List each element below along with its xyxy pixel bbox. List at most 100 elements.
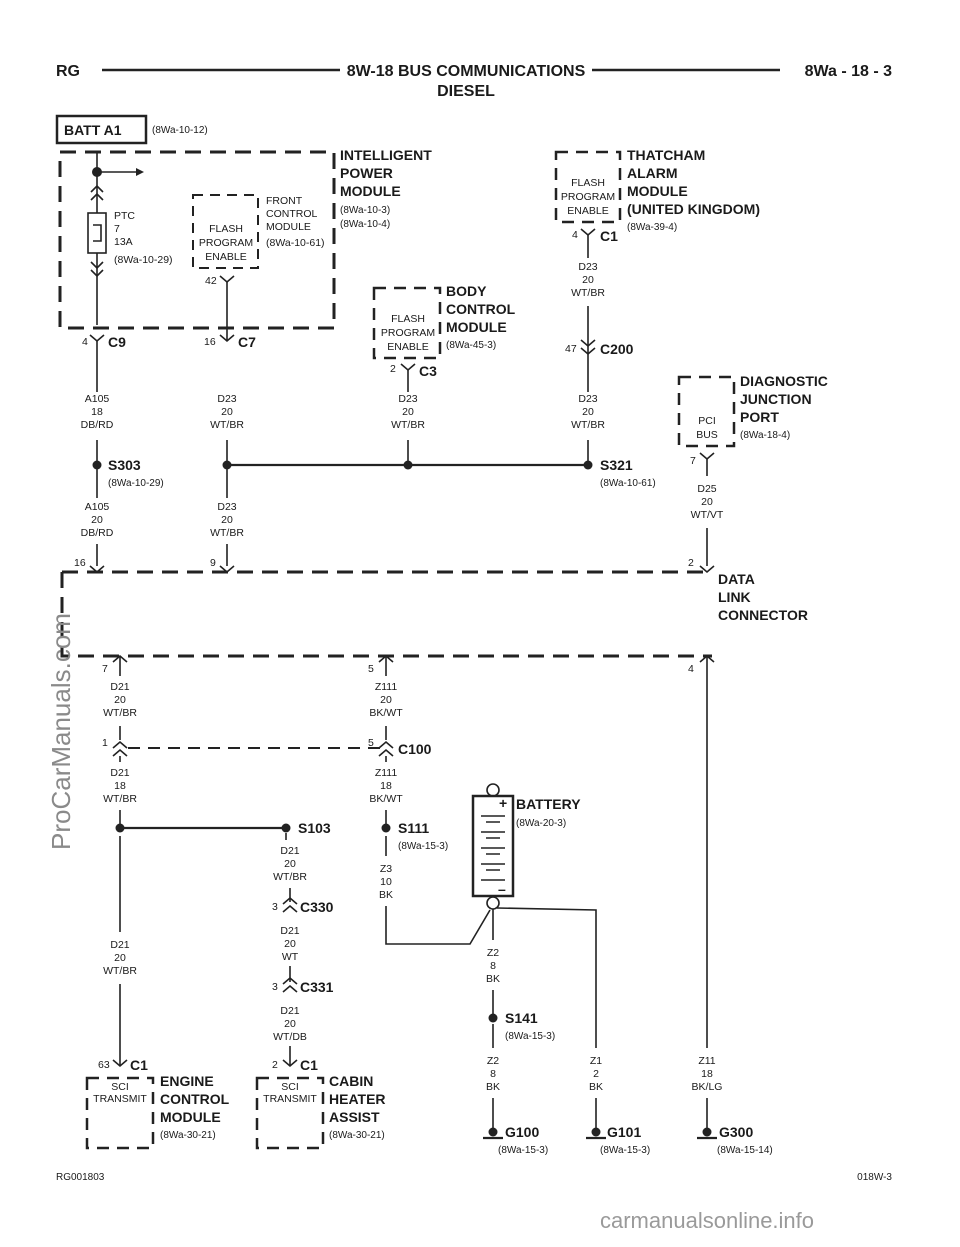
d21-18-circuit: D21 xyxy=(110,767,129,779)
c100-pin-5: 5 xyxy=(368,737,374,749)
z1-circuit: Z1 xyxy=(590,1055,602,1067)
tam-flash-2: PROGRAM xyxy=(561,191,615,203)
z111-top-circuit: Z111 xyxy=(375,681,398,693)
front-2: CONTROL xyxy=(266,208,317,220)
djp-name-3: PORT xyxy=(740,409,779,425)
d21-ecm-gauge: 20 xyxy=(114,952,126,964)
djp-name-2: JUNCTION xyxy=(740,391,812,407)
s141-dot xyxy=(488,1013,498,1023)
s103-label: S103 xyxy=(298,820,331,836)
a105-20-gauge: 20 xyxy=(91,514,103,526)
d21-wt-gauge: 20 xyxy=(284,938,296,950)
dlc-pin9-icon xyxy=(219,565,235,574)
dlc-pin16-icon xyxy=(89,565,105,574)
d21-top-circuit: D21 xyxy=(110,681,129,693)
ecm-sci-1: SCI xyxy=(111,1081,129,1093)
bcm-name-3: MODULE xyxy=(446,319,507,335)
s111-dot xyxy=(381,823,391,833)
d25-gauge: 20 xyxy=(701,496,713,508)
dlc-pin-2: 2 xyxy=(688,557,694,569)
ptc-label: PTC xyxy=(114,210,135,222)
s141-label: S141 xyxy=(505,1010,538,1026)
d21-18-gauge: 18 xyxy=(114,780,126,792)
ipm-name-1: INTELLIGENT xyxy=(340,147,432,163)
ecm-c1-label: C1 xyxy=(130,1057,148,1073)
ecm-name-3: MODULE xyxy=(160,1109,221,1125)
d21-ecm-color: WT/BR xyxy=(103,965,137,977)
bcm-flash-2: PROGRAM xyxy=(381,327,435,339)
d23-bcm-circuit: D23 xyxy=(398,393,417,405)
s111-ref: (8Wa-15-3) xyxy=(398,841,448,852)
d23-bcm-gauge: 20 xyxy=(402,406,414,418)
ecm-outline xyxy=(85,1076,155,1150)
side-watermark: ProCarManuals.com xyxy=(6,0,76,1242)
z111-top-color: BK/WT xyxy=(369,707,403,719)
dlc-name-1: DATA xyxy=(718,571,755,587)
z3-gauge: 10 xyxy=(380,876,392,888)
header-left: RG xyxy=(56,63,80,80)
z11-circuit: Z11 xyxy=(698,1055,715,1067)
c200-pin: 47 xyxy=(565,343,577,355)
z111-18-circuit: Z111 xyxy=(375,767,398,779)
d21-wtdb-color: WT/DB xyxy=(273,1031,307,1043)
g300-ground-icon xyxy=(697,1127,717,1140)
djp-outline xyxy=(677,375,736,448)
ecm-sci-2: TRANSMIT xyxy=(93,1093,147,1105)
cab-outline xyxy=(255,1076,325,1150)
c330-label: C330 xyxy=(300,899,334,915)
s321-dot xyxy=(583,460,593,470)
s321-ref: (8Wa-10-61) xyxy=(600,478,656,489)
c331-connector-icon xyxy=(282,976,298,993)
d25-circuit: D25 xyxy=(697,483,716,495)
d23-tam-bot-color: WT/BR xyxy=(571,419,605,431)
tam-flash-1: FLASH xyxy=(571,177,605,189)
ipm-flash-3: ENABLE xyxy=(205,251,246,263)
z111-18-color: BK/WT xyxy=(369,793,403,805)
front-4: (8Wa-10-61) xyxy=(266,237,325,249)
ipm-outline xyxy=(58,150,336,330)
battery-cells-icon xyxy=(481,815,505,881)
ptc-fuse-icon xyxy=(87,212,107,254)
ptc-amps: 13A xyxy=(114,236,133,248)
d21-18-color: WT/BR xyxy=(103,793,137,805)
z2-top-circuit: Z2 xyxy=(487,947,499,959)
tam-ref: (8Wa-39-4) xyxy=(627,222,677,233)
g101-ground-icon xyxy=(586,1127,606,1140)
d23-ipm-gauge: 20 xyxy=(221,406,233,418)
z2-bot-color: BK xyxy=(486,1081,500,1093)
d23-ipm-circuit: D23 xyxy=(217,393,236,405)
battery-plus: + xyxy=(499,795,507,811)
bcm-c3-connector-icon xyxy=(400,363,416,372)
tam-c1-label: C1 xyxy=(600,228,618,244)
ecm-pin: 63 xyxy=(98,1059,110,1071)
z2-top-color: BK xyxy=(486,973,500,985)
tam-pin: 4 xyxy=(572,229,578,241)
bcm-outline xyxy=(372,286,442,360)
d21-s103-circuit: D21 xyxy=(280,845,299,857)
bcm-name-1: BODY xyxy=(446,283,487,299)
s111-label: S111 xyxy=(398,820,429,836)
tam-name-4: (UNITED KINGDOM) xyxy=(627,201,760,217)
footer-left: RG001803 xyxy=(56,1172,105,1183)
bcm-ref: (8Wa-45-3) xyxy=(446,340,496,351)
z111-18-gauge: 18 xyxy=(380,780,392,792)
d23-dlc-circuit: D23 xyxy=(217,501,236,513)
c7-connector-icon xyxy=(219,334,235,343)
z11-gauge: 18 xyxy=(701,1068,713,1080)
z11-color: BK/LG xyxy=(692,1081,723,1093)
dlc-name-2: LINK xyxy=(718,589,751,605)
tam-name-2: ALARM xyxy=(627,165,678,181)
d21-s103-color: WT/BR xyxy=(273,871,307,883)
battery-top-post-icon xyxy=(486,783,500,797)
front-1: FRONT xyxy=(266,195,303,207)
d23-tam-top-circuit: D23 xyxy=(578,261,597,273)
cab-sci-1: SCI xyxy=(281,1081,299,1093)
a105-18-gauge: 18 xyxy=(91,406,103,418)
z111-top-gauge: 20 xyxy=(380,694,392,706)
djp-connector-icon xyxy=(699,452,715,461)
cab-c1-connector-icon xyxy=(282,1059,298,1068)
dlc-pin-5: 5 xyxy=(368,663,374,675)
cab-pin: 2 xyxy=(272,1059,278,1071)
c100-pin5-icon xyxy=(378,740,394,757)
